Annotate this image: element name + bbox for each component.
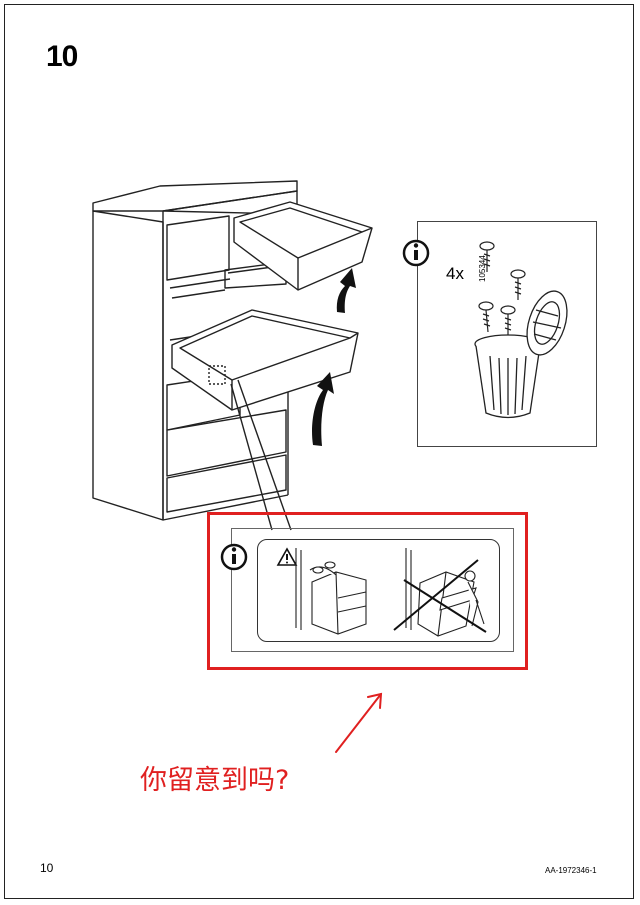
warning-panel (257, 539, 500, 642)
page-frame (4, 4, 634, 899)
step-number: 10 (46, 40, 78, 73)
callout-frame (231, 528, 514, 652)
document-code: AA-1972346-1 (545, 866, 597, 875)
info-icon (402, 239, 430, 267)
warning-triangle-icon (276, 547, 298, 566)
info-icon (220, 543, 248, 571)
highlight-box (207, 512, 528, 670)
screw-quantity: 4x (446, 264, 464, 283)
trash-can-icon (474, 290, 568, 419)
page-number: 10 (40, 861, 54, 875)
annotation-text: 你留意到吗? (140, 765, 290, 796)
screw-icon (478, 241, 526, 336)
parts-info-box (417, 221, 597, 447)
arrow-up-icon (312, 268, 356, 446)
